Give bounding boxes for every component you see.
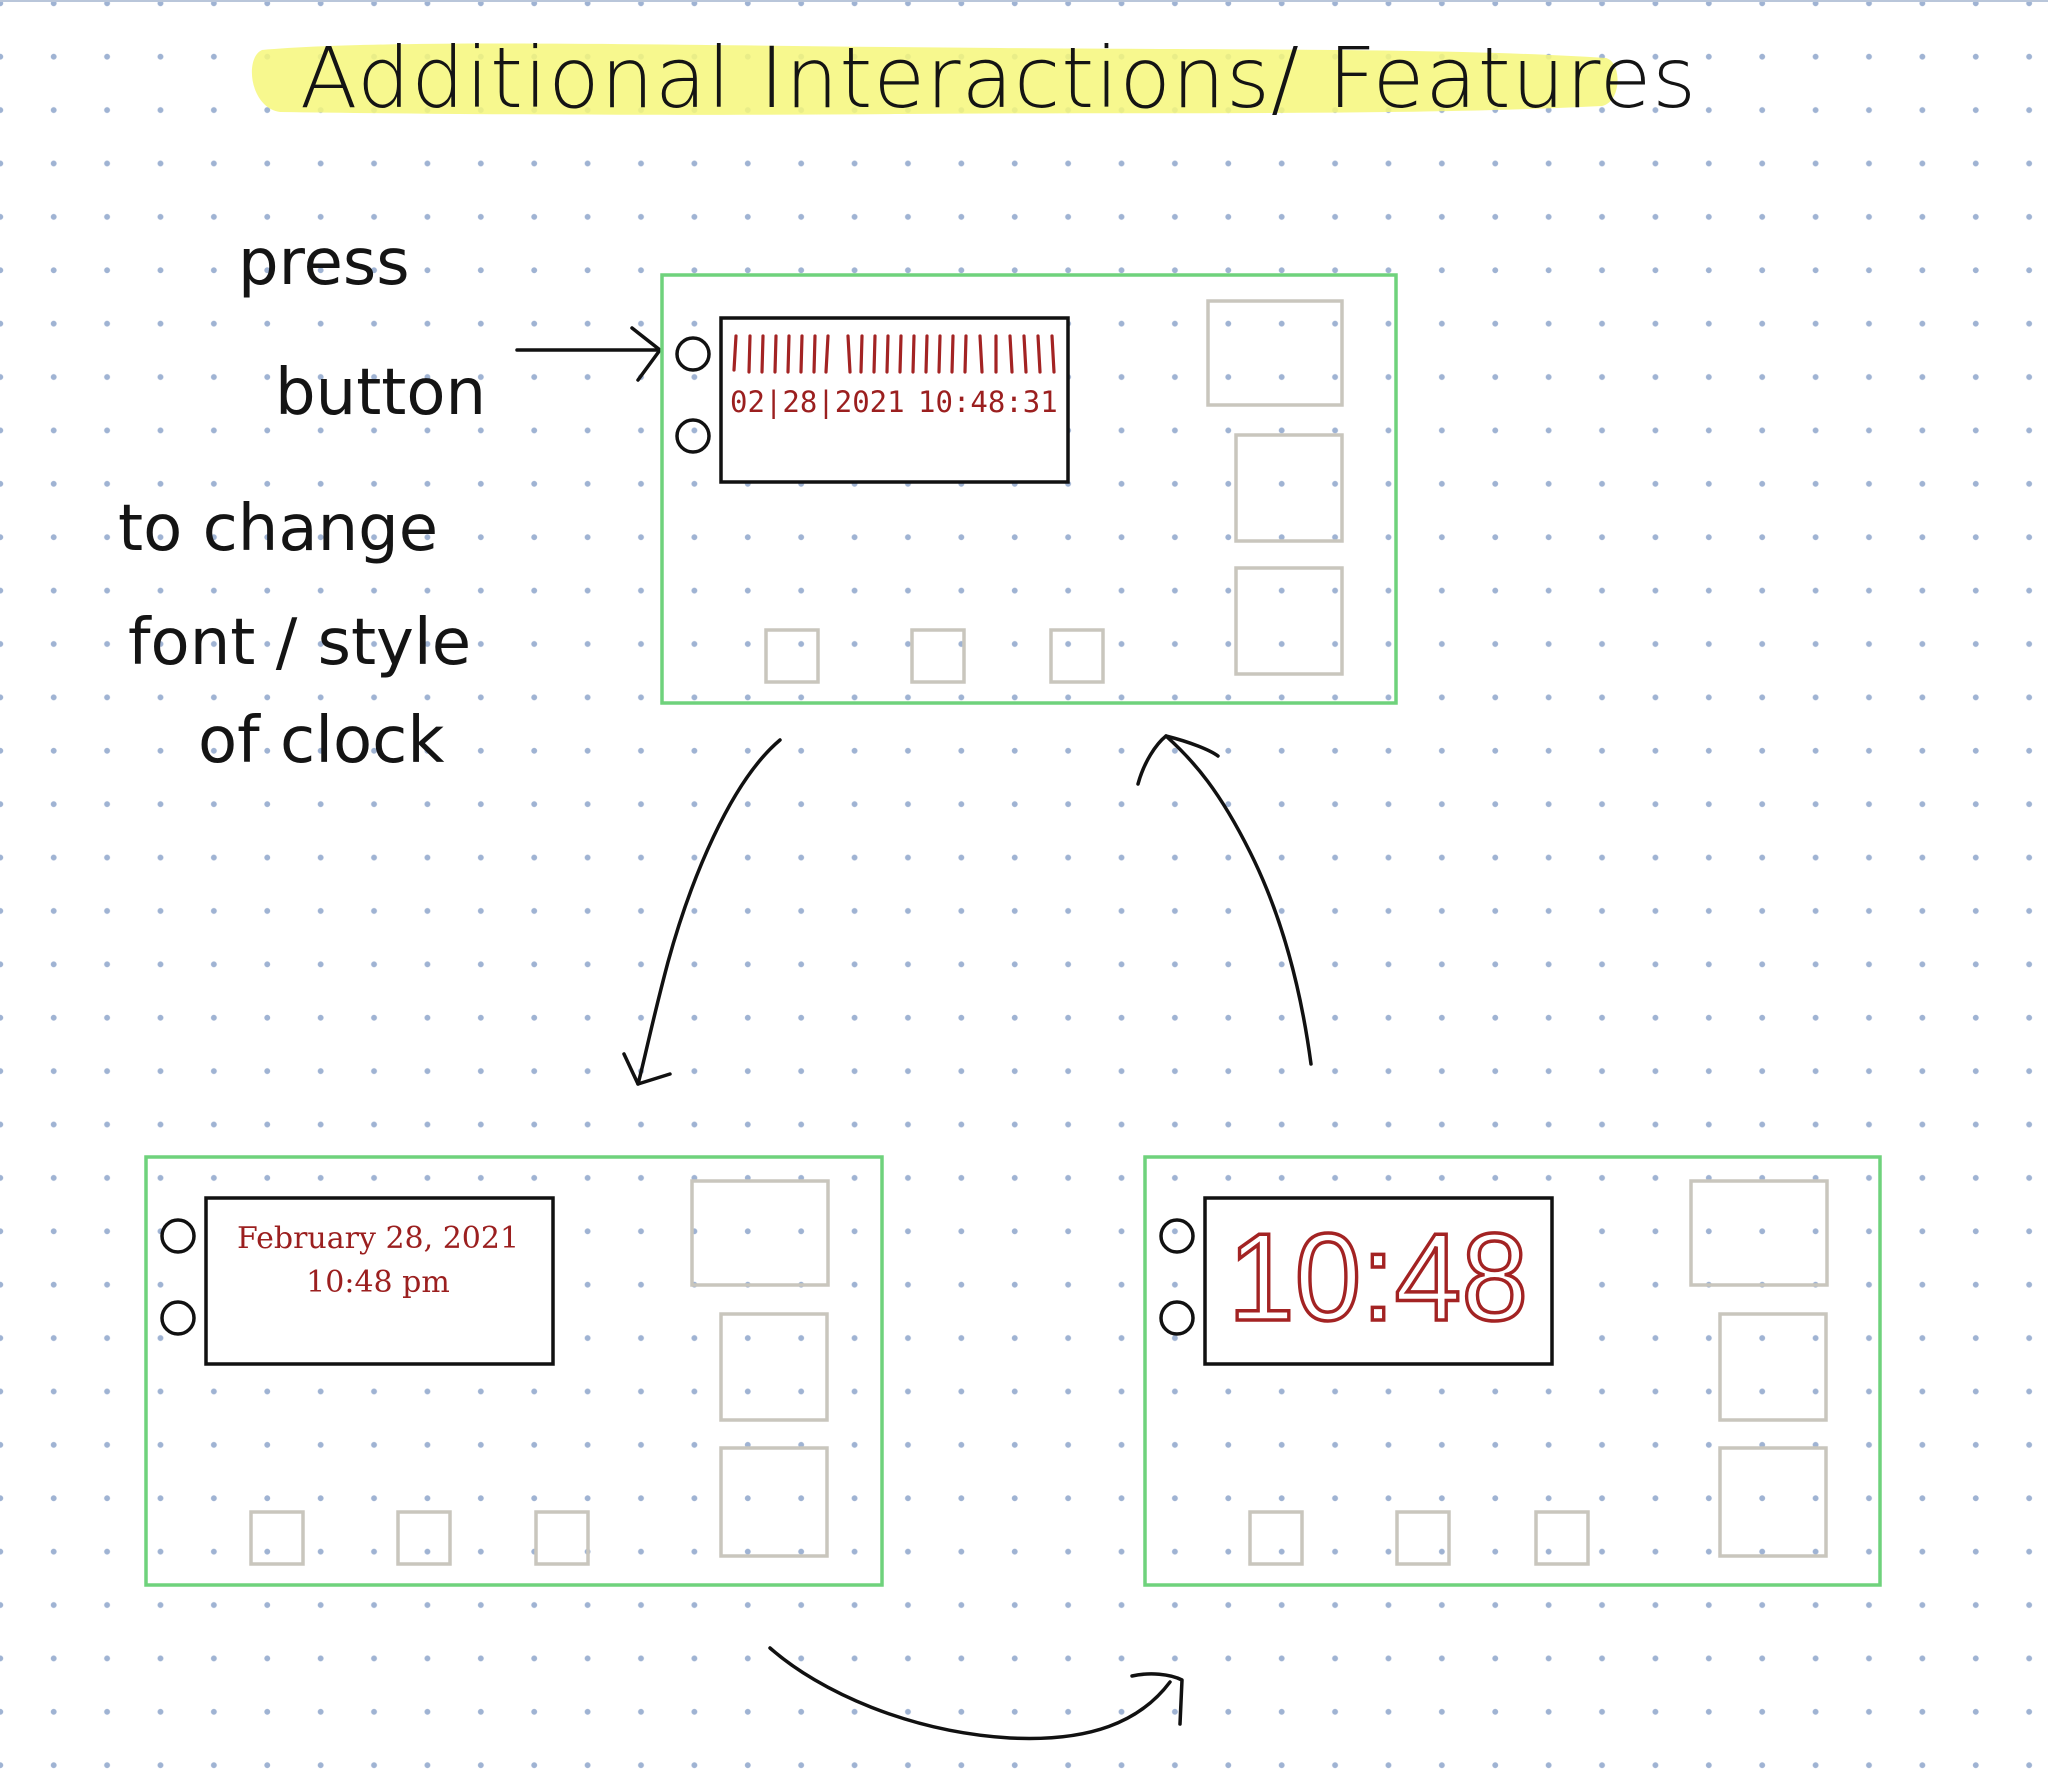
title-group: Additional Interactions/ Features — [251, 29, 1697, 127]
round-button-icon[interactable] — [1159, 1218, 1195, 1254]
hand-drawn-arrow-icon — [768, 1646, 1184, 1741]
display-date: 02|28|2021 — [730, 385, 905, 419]
barcode-line — [732, 334, 1056, 374]
page-title: Additional Interactions/ Features — [300, 29, 1697, 127]
display-time-large: 10:48 — [1228, 1209, 1528, 1347]
square-key-icon[interactable] — [764, 299, 1344, 684]
device-bottom-left: February 28, 2021 10:48 pm — [144, 1155, 884, 1587]
annotation-line-1: press — [238, 226, 410, 300]
annotation-line-5: of clock — [198, 704, 444, 778]
annotation: press button to change font / style of c… — [118, 226, 486, 778]
display-screen — [204, 1196, 555, 1366]
device-frame — [1143, 1155, 1882, 1587]
hand-drawn-arrow-icon — [1136, 734, 1313, 1066]
square-key-icon[interactable] — [1248, 1179, 1829, 1566]
display-time: 10:48 pm — [306, 1265, 450, 1300]
round-button-icon[interactable] — [675, 336, 711, 372]
annotation-line-3: to change — [118, 492, 438, 566]
annotation-line-4: font / style — [128, 606, 471, 680]
round-button-icon[interactable] — [1159, 1300, 1195, 1336]
pointer-arrow-icon — [515, 326, 662, 382]
display-screen — [1203, 1196, 1554, 1366]
display-date: February 28, 2021 — [237, 1221, 519, 1256]
device-top: 02|28|2021 10:48:31 — [660, 273, 1398, 705]
square-key-icon[interactable] — [249, 1179, 830, 1566]
title-highlight — [251, 43, 1618, 115]
round-button-icon[interactable] — [160, 1218, 196, 1254]
display-time: 10:48:31 — [918, 385, 1058, 419]
annotation-line-2: button — [275, 356, 486, 430]
hand-drawn-arrow-icon — [622, 738, 782, 1086]
device-frame — [144, 1155, 884, 1587]
round-button-icon[interactable] — [675, 418, 711, 454]
device-frame — [660, 273, 1398, 705]
device-bottom-right: 10:48 — [1143, 1155, 1882, 1587]
round-button-icon[interactable] — [160, 1300, 196, 1336]
